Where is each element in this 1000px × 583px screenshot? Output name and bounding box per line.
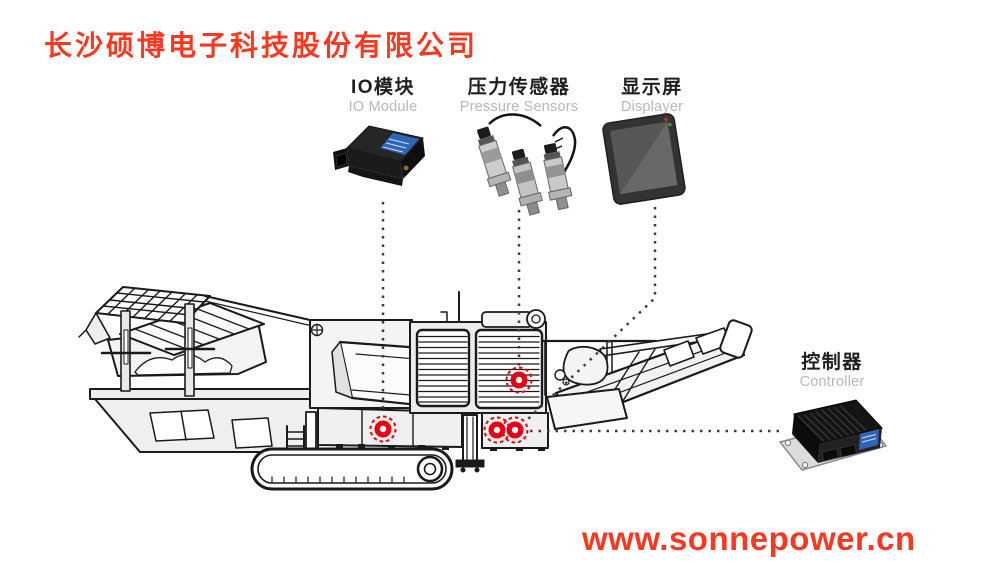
io-module-image xyxy=(333,125,425,186)
crusher-machine-drawing xyxy=(78,286,753,491)
label-controller-zh: 控制器 xyxy=(801,352,863,373)
website-url: www.sonnepower.cn xyxy=(582,520,916,557)
pressure-sensors-image xyxy=(477,113,577,216)
label-displayer-zh: 显示屏 xyxy=(621,77,683,98)
label-io-module-zh: IO模块 xyxy=(350,77,416,98)
label-controller: 控制器 Controller xyxy=(800,352,865,391)
marker-pressure-sensor xyxy=(505,366,533,394)
displayer-image xyxy=(602,113,686,205)
label-pressure-sensors-zh: 压力传感器 xyxy=(467,77,571,98)
company-title: 长沙硕博电子科技股份有限公司 xyxy=(44,30,479,61)
label-displayer: 显示屏 Displayer xyxy=(621,77,683,116)
display-status-led xyxy=(668,122,672,127)
label-io-module-en: IO Module xyxy=(348,98,418,115)
marker-io-module xyxy=(369,415,397,443)
panel-foot-tabs xyxy=(336,444,545,451)
label-pressure-sensors-en: Pressure Sensors xyxy=(459,98,579,115)
connector-lines xyxy=(381,202,781,433)
label-displayer-en: Displayer xyxy=(620,98,684,115)
controller-image xyxy=(778,399,888,471)
sensor-markers xyxy=(369,366,533,444)
label-io-module: IO模块 IO Module xyxy=(349,77,418,116)
marker-twin-right xyxy=(501,416,529,444)
label-controller-en: Controller xyxy=(799,373,865,390)
label-pressure-sensors: 压力传感器 Pressure Sensors xyxy=(460,77,578,116)
display-power-led xyxy=(664,117,668,122)
